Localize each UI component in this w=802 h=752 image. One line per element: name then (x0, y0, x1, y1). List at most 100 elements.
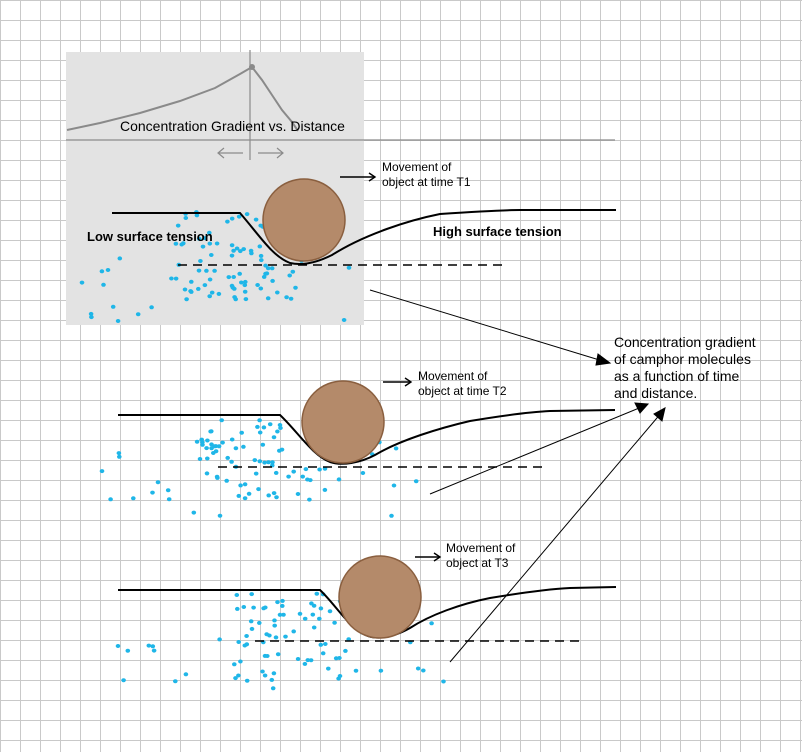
camphor-dot (317, 616, 322, 621)
camphor-dot (241, 444, 246, 449)
gradient-note: Concentration gradient of camphor molecu… (614, 334, 756, 402)
camphor-dot (150, 490, 155, 495)
camphor-dot (234, 593, 240, 597)
camphor-dot (79, 280, 85, 285)
camphor-dot (238, 483, 243, 488)
camphor-dot (216, 291, 222, 296)
camphor-dot (220, 440, 225, 445)
camphor-dot (272, 623, 278, 628)
camphor-dot (275, 429, 280, 434)
camphor-dot (173, 241, 179, 246)
camphor-dot (391, 483, 397, 488)
camphor-dot (262, 653, 268, 658)
camphor-dot (332, 620, 337, 625)
camphor-dot (308, 478, 313, 483)
gradient-note-line3: as a function of time (614, 368, 740, 384)
camphor-dot (269, 266, 275, 271)
camphor-dot (287, 273, 293, 278)
camphor-dot (194, 213, 200, 218)
water-surface-t1 (112, 209, 616, 265)
camphor-dot (131, 496, 136, 501)
camphor-dot (278, 426, 283, 430)
gradient-note-line2: of camphor molecules (614, 351, 751, 367)
camphor-dot (300, 474, 306, 479)
camphor-dot (232, 662, 237, 667)
camphor-dot (116, 451, 122, 456)
camphor-dot (202, 283, 208, 288)
camphor-dot (257, 620, 262, 625)
camphor-dot (241, 247, 246, 252)
camphor-dot (216, 444, 222, 449)
camphor-dot (149, 305, 154, 310)
camphor-dot (108, 497, 113, 502)
camphor-dot (263, 605, 268, 610)
camphor-dot (151, 648, 157, 653)
camphor-dot (261, 274, 267, 279)
camphor-dot (259, 258, 264, 263)
camphor-dot (281, 612, 286, 617)
movement-label-t3-line1: Movement of (446, 541, 516, 555)
camphor-dot (238, 659, 243, 664)
camphor-dot (327, 609, 333, 614)
camphor-dot (241, 605, 247, 609)
camphor-dot (196, 236, 202, 241)
camphor-dot (88, 311, 94, 316)
camphor-dot (205, 438, 210, 443)
camphor-dot (280, 603, 285, 608)
camphor-dot (251, 605, 256, 610)
camphor-dot (217, 637, 222, 642)
camphor-dot (207, 294, 212, 299)
camphor-dot (115, 644, 121, 648)
camphor-dot (175, 223, 181, 228)
graph-title: Concentration Gradient vs. Distance (120, 118, 345, 134)
camphor-dot (310, 612, 316, 617)
camphor-dot (337, 674, 343, 678)
concentration-peak (249, 64, 255, 70)
camphor-dot (239, 430, 244, 435)
camphor-dot (183, 672, 189, 677)
camphor-dot (271, 671, 277, 676)
camphor-dot (255, 424, 260, 429)
camphor-dot (99, 469, 105, 474)
camphor-dot (323, 642, 328, 646)
camphor-dot (326, 666, 331, 671)
gradient-note-line4: and distance. (614, 385, 698, 401)
camphor-dot (257, 459, 263, 464)
camphor-dot (291, 629, 297, 634)
camphor-dot (243, 297, 249, 302)
camphor-dot (101, 282, 106, 287)
camphor-dot (236, 214, 242, 219)
camphor-dot (117, 454, 122, 459)
camphor-dot (242, 482, 248, 487)
camphor-dot (204, 446, 209, 451)
camphor-dot (235, 606, 240, 611)
camphor-dot (275, 290, 280, 295)
camphor-dot (125, 648, 131, 653)
camphor-dot (242, 289, 248, 294)
camphor-dot (303, 467, 309, 472)
camphor-dot (421, 668, 426, 673)
camphor-dot (265, 266, 271, 271)
camphor-dot (236, 673, 241, 678)
camphor-dot (115, 319, 121, 323)
camphor-dot (239, 280, 244, 285)
camphor-dot (308, 658, 314, 663)
camphor-dot (196, 286, 201, 291)
camphor-dot (291, 469, 297, 474)
camphor-dot (204, 268, 209, 273)
camphor-dot (209, 253, 214, 257)
camphor-dot (277, 612, 283, 617)
camphor-dot (121, 678, 126, 683)
concentration-curve (66, 65, 299, 132)
camphor-dot (198, 259, 203, 263)
camphor-dot (231, 275, 236, 279)
camphor-dot (257, 418, 262, 423)
camphor-dot (302, 616, 308, 621)
camphor-dot (343, 648, 348, 653)
camphor-dot (297, 611, 303, 616)
movement-arrow-t3 (415, 552, 442, 562)
movement-label-t2-line2: object at time T2 (418, 384, 507, 398)
camphor-dot (224, 478, 229, 483)
camphor-dot (389, 513, 394, 518)
